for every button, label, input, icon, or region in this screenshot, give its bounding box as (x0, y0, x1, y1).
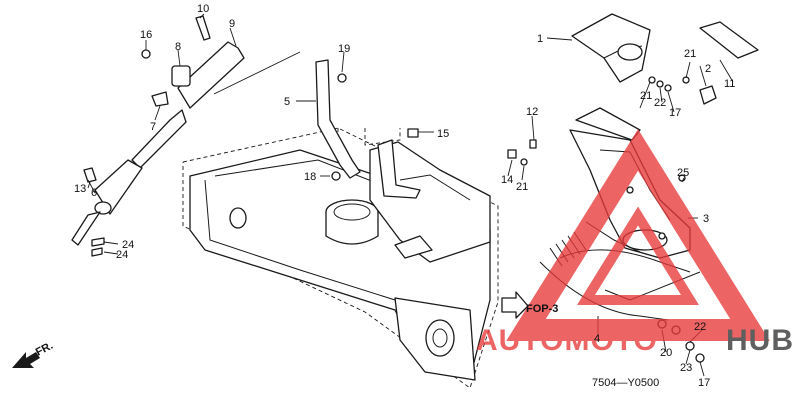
callout-16: 16 (140, 29, 152, 41)
callout-3: 3 (703, 213, 709, 225)
fop-reference-label: FOP-3 (526, 303, 558, 315)
callout-8: 8 (175, 41, 181, 53)
callout-25: 25 (677, 167, 689, 179)
callout-7: 7 (150, 121, 156, 133)
watermark-inner-triangle-icon (577, 206, 699, 305)
fop-reference-arrow (501, 291, 529, 319)
callout-22b: 22 (694, 321, 706, 333)
callout-4: 4 (594, 333, 600, 345)
callout-13: 13 (74, 183, 86, 195)
callout-22a: 22 (654, 97, 666, 109)
callout-17b: 17 (698, 377, 710, 389)
callout-10: 10 (197, 3, 209, 15)
diagram-code: 7504—Y0500 (592, 377, 659, 389)
watermark-brand-right: HUB (726, 324, 794, 357)
discharge-chute (507, 13, 759, 259)
watermark-triangle-icon (506, 129, 770, 341)
callout-14: 14 (501, 174, 513, 186)
callout-24b: 24 (116, 249, 128, 261)
callout-18: 18 (304, 171, 316, 183)
callout-12: 12 (526, 106, 538, 118)
callout-1: 1 (537, 33, 543, 45)
front-direction-label: FR. (34, 340, 55, 359)
callout-6: 6 (91, 187, 97, 199)
callout-19: 19 (338, 43, 350, 55)
callout-20: 20 (660, 347, 672, 359)
front-direction-arrow (12, 352, 40, 368)
callout-2: 2 (705, 63, 711, 75)
watermark-brand-left: AUTOMOTO (476, 324, 658, 357)
callout-15: 15 (437, 128, 449, 140)
callout-labels: 1 2 3 4 5 6 7 8 9 10 11 12 13 14 15 16 1… (74, 3, 735, 389)
callout-9: 9 (229, 18, 235, 30)
callout-21b: 21 (640, 90, 652, 102)
chute-lever-bracket (315, 59, 421, 199)
callout-23: 23 (680, 362, 692, 374)
callout-5: 5 (284, 96, 290, 108)
watermark: AUTOMOTO HUB (476, 129, 794, 357)
callout-21c: 21 (516, 181, 528, 193)
callout-21a: 21 (684, 48, 696, 60)
auger-housing (189, 141, 491, 381)
cable-rod-assembly (71, 15, 245, 257)
callout-24a: 24 (122, 239, 134, 251)
callout-11: 11 (724, 78, 735, 90)
callout-17a: 17 (669, 107, 681, 119)
